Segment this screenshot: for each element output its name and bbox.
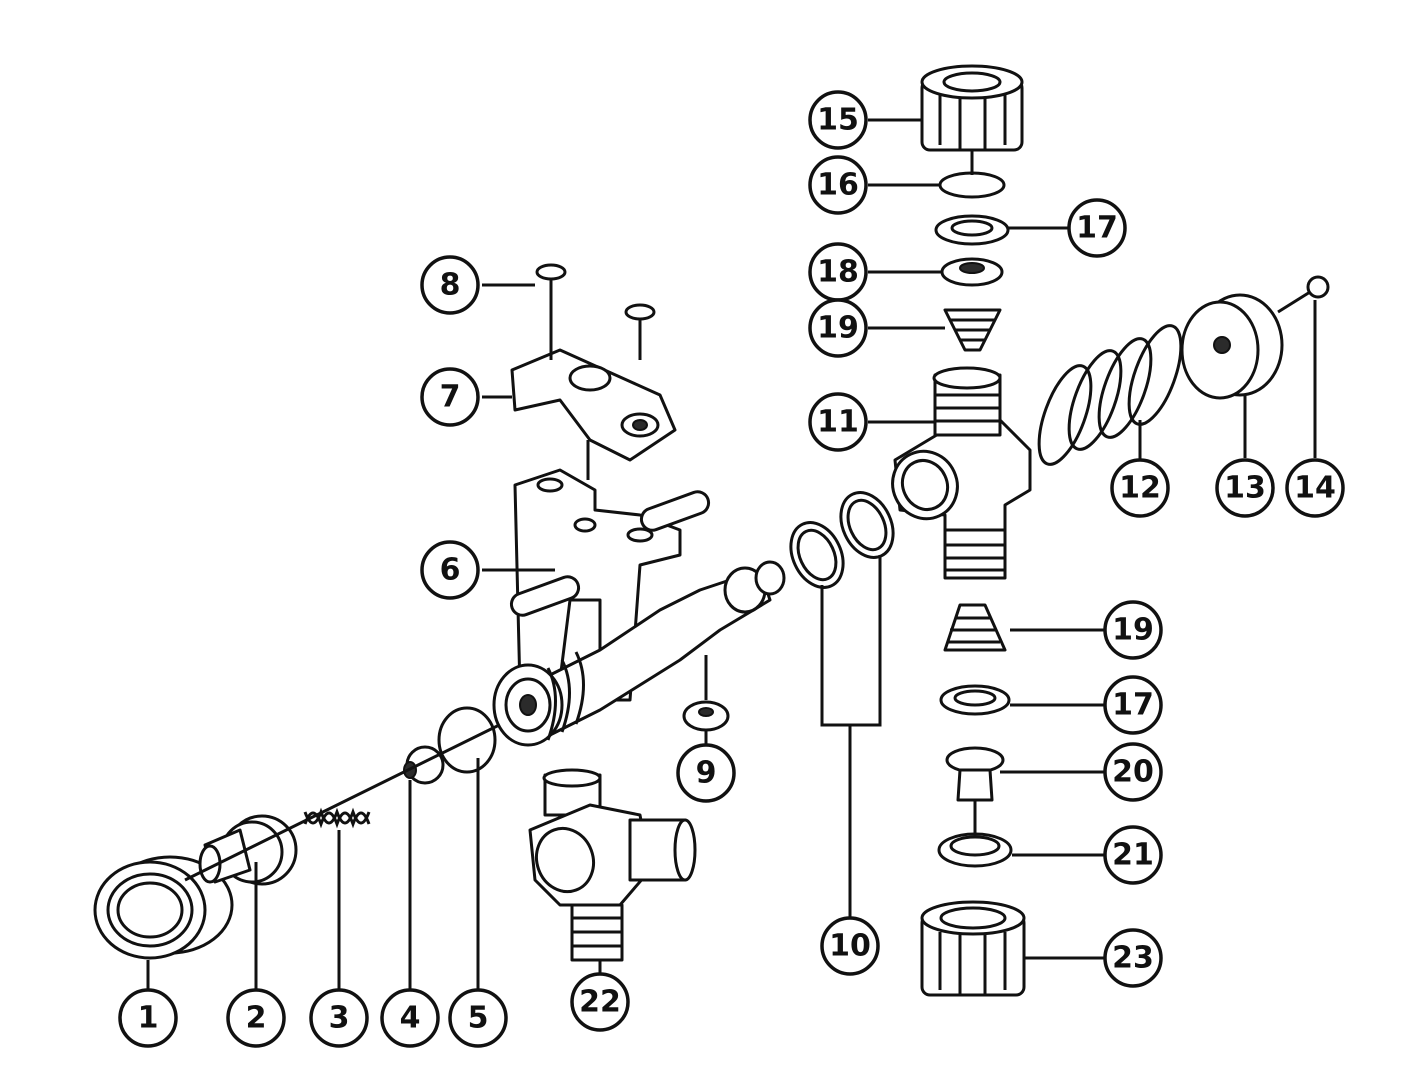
part-4-poppet <box>403 745 445 785</box>
callout-5: 5 <box>448 988 508 1048</box>
part-3-spring <box>303 807 371 829</box>
part-15-nut <box>920 64 1024 152</box>
part-17-seal-bottom <box>939 684 1011 716</box>
part-11-cross-body <box>891 366 1032 580</box>
part-9-nut <box>682 700 730 732</box>
callout-22: 22 <box>570 972 630 1032</box>
svg-text:12: 12 <box>1119 471 1161 506</box>
callout-4: 4 <box>380 988 440 1048</box>
svg-text:20: 20 <box>1112 755 1154 790</box>
callout-11: 11 <box>808 392 868 452</box>
part-20-valve <box>945 746 1005 802</box>
svg-text:8: 8 <box>440 268 461 303</box>
part-13-cap <box>1180 293 1284 400</box>
part-18-seat <box>940 257 1004 287</box>
callout-19-top: 19 <box>808 298 868 358</box>
part-23-nut <box>920 900 1026 997</box>
callout-3: 3 <box>309 988 369 1048</box>
svg-text:5: 5 <box>468 1001 489 1036</box>
svg-text:6: 6 <box>440 553 461 588</box>
svg-text:4: 4 <box>400 1001 421 1036</box>
callout-16: 16 <box>808 155 868 215</box>
callout-10: 10 <box>820 916 880 976</box>
callout-1: 1 <box>118 988 178 1048</box>
part-6-body <box>492 468 786 747</box>
part-19-cone-top <box>943 308 1002 352</box>
callout-14: 14 <box>1285 458 1345 518</box>
callout-12: 12 <box>1110 458 1170 518</box>
part-7-clamp <box>510 348 677 462</box>
callout-9: 9 <box>676 743 736 803</box>
part-12-spring <box>1037 324 1183 466</box>
svg-text:11: 11 <box>817 405 859 440</box>
svg-text:18: 18 <box>817 255 859 290</box>
callout-17-bottom: 17 <box>1103 675 1163 735</box>
part-16-washer <box>938 171 1006 199</box>
part-19-cone-bottom <box>943 603 1007 652</box>
svg-text:13: 13 <box>1224 471 1266 506</box>
svg-text:3: 3 <box>329 1001 350 1036</box>
part-21-ring <box>937 832 1013 868</box>
svg-text:10: 10 <box>829 929 871 964</box>
callout-21: 21 <box>1103 825 1163 885</box>
svg-text:16: 16 <box>817 168 859 203</box>
callout-8: 8 <box>420 255 480 315</box>
svg-text:17: 17 <box>1076 211 1118 246</box>
part-22-alt-body <box>528 768 697 962</box>
callout-2: 2 <box>226 988 286 1048</box>
callout-6: 6 <box>420 540 480 600</box>
part-14-screw <box>1277 275 1330 314</box>
callout-15: 15 <box>808 90 868 150</box>
svg-text:9: 9 <box>696 756 717 791</box>
svg-text:21: 21 <box>1112 838 1154 873</box>
callout-20: 20 <box>1103 742 1163 802</box>
part-17-seal-top <box>934 214 1010 246</box>
part-1-cap-nut <box>93 855 234 960</box>
part-10-o-rings <box>789 491 895 589</box>
callout-13: 13 <box>1215 458 1275 518</box>
part-8-screws <box>535 263 656 480</box>
svg-text:2: 2 <box>246 1001 267 1036</box>
svg-text:17: 17 <box>1112 688 1154 723</box>
svg-text:7: 7 <box>440 380 461 415</box>
svg-text:14: 14 <box>1294 471 1336 506</box>
callout-19-bottom: 19 <box>1103 600 1163 660</box>
svg-text:19: 19 <box>1112 613 1154 648</box>
svg-text:19: 19 <box>817 311 859 346</box>
callout-7: 7 <box>420 367 480 427</box>
callout-23: 23 <box>1103 928 1163 988</box>
callout-17-top: 17 <box>1067 198 1127 258</box>
svg-text:15: 15 <box>817 103 859 138</box>
svg-text:1: 1 <box>138 1001 159 1036</box>
svg-text:22: 22 <box>579 985 621 1020</box>
svg-text:23: 23 <box>1112 941 1154 976</box>
callout-18: 18 <box>808 242 868 302</box>
leader-lines <box>146 118 1317 992</box>
